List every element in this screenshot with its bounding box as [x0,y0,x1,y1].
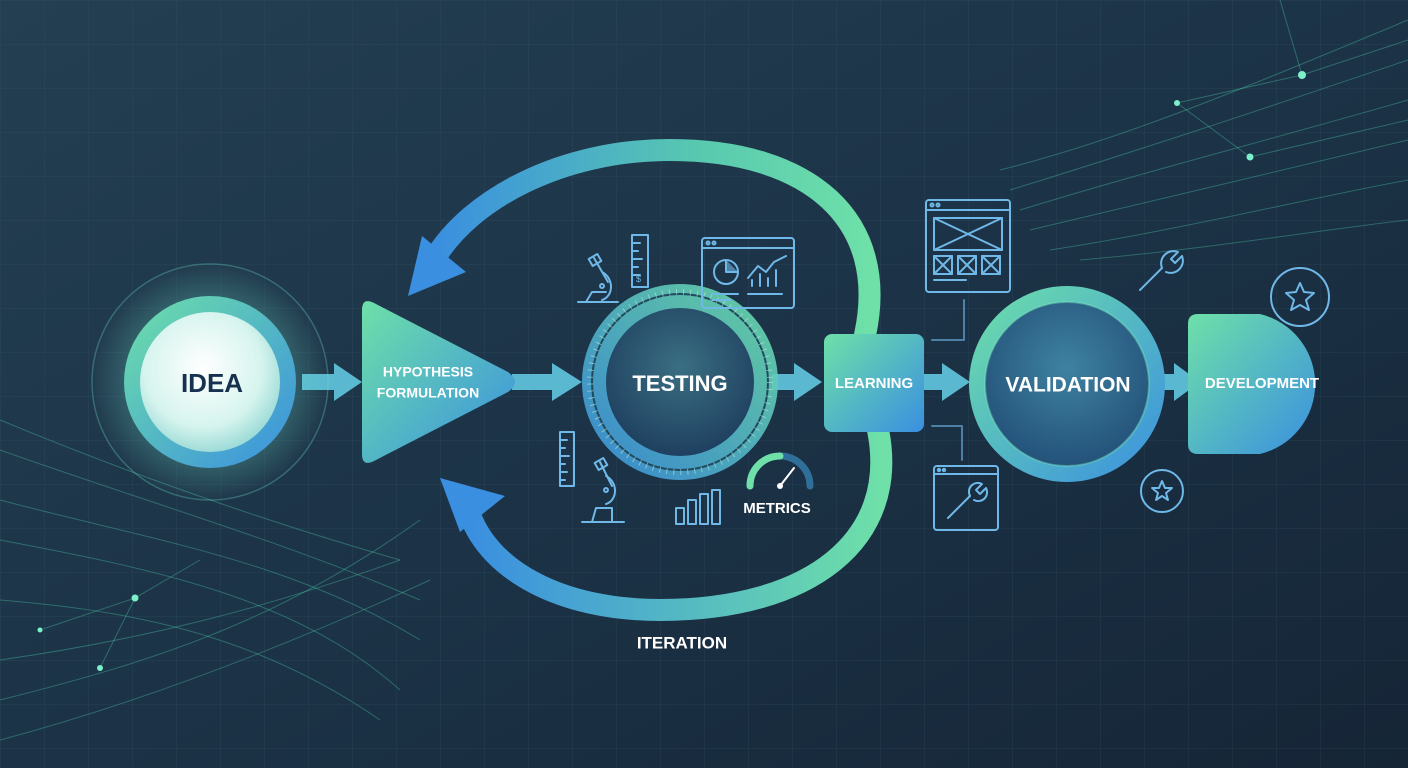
svg-text:$: $ [636,274,641,284]
network-lines-left [0,419,431,741]
iteration-loop [408,138,893,622]
dashboard-chart-icon [701,237,795,309]
connector-lines [931,299,965,461]
microscope-icon-bottom [581,457,625,523]
stage-hypothesis-label-line1: HYPOTHESIS [383,364,473,380]
star-badge-icon-bottom [1140,469,1184,513]
arrow-learning-to-validation [924,363,970,401]
arrow-testing-to-learning [772,363,822,401]
ruler-icon: $ [631,234,649,288]
bar-chart-icon [675,489,721,525]
stage-learning: LEARNING [824,334,924,432]
stage-validation-label: VALIDATION [1005,374,1130,397]
stage-learning-label: LEARNING [835,375,913,392]
network-nodes-right [1174,71,1306,161]
stage-development-label: DEVELOPMENT [1205,375,1319,392]
stage-testing: TESTING [582,284,778,480]
wireframe-window-icon [925,199,1011,293]
stage-idea-label: IDEA [181,368,243,398]
stage-hypothesis-label-line2: FORMULATION [377,385,479,401]
wrench-icon [1139,250,1184,291]
network-lines-right [999,0,1408,261]
ruler-icon-bottom [559,431,575,487]
iteration-arrowhead-top [408,236,466,296]
arrow-validation-to-development [1162,363,1200,401]
wrench-window-icon [933,465,999,531]
stage-development: DEVELOPMENT [1188,314,1319,454]
stage-testing-label: TESTING [632,371,727,396]
stage-idea: IDEA [90,262,330,502]
stage-hypothesis: HYPOTHESIS FORMULATION [362,301,515,463]
stage-validation: VALIDATION [969,286,1165,482]
gauge-icon [746,452,814,490]
arrow-hypothesis-to-testing [512,363,582,401]
iteration-label: ITERATION [637,633,727,652]
iteration-arrowhead-bottom [440,478,505,532]
star-badge-icon [1270,267,1330,327]
network-nodes-left [37,594,139,671]
iteration-arc-top [424,138,881,346]
metrics-label: METRICS [743,500,811,517]
microscope-icon [577,253,619,303]
iteration-arc-bottom [459,419,893,622]
